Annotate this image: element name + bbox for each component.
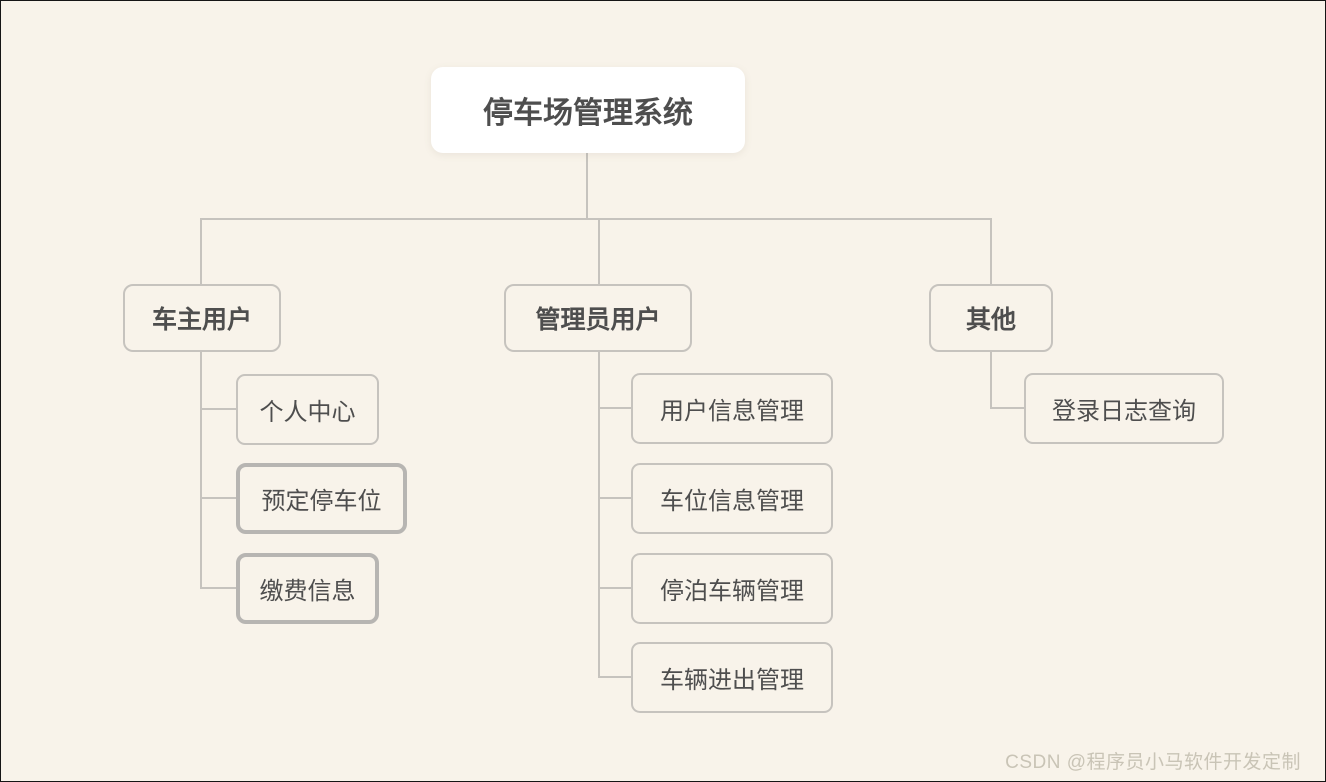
connector-other-trunk [990, 351, 992, 409]
node-vehicle-inout-management[interactable]: 车辆进出管理 [631, 642, 833, 713]
node-label: 停泊车辆管理 [660, 578, 804, 605]
node-label: 预定停车位 [261, 488, 382, 515]
node-label: 管理员用户 [535, 306, 661, 334]
node-label: 车主用户 [151, 306, 252, 334]
connector-top-bar [200, 218, 992, 220]
connector-drop-admin [598, 218, 600, 285]
connector-other-stub-1 [990, 407, 1026, 409]
node-label: 登录日志查询 [1052, 398, 1196, 425]
node-label: 车位信息管理 [660, 488, 804, 515]
node-spot-info-management[interactable]: 车位信息管理 [631, 463, 833, 534]
node-label: 车辆进出管理 [660, 667, 804, 694]
node-user-info-management[interactable]: 用户信息管理 [631, 373, 833, 444]
node-label: 其他 [965, 306, 1016, 334]
connector-admin-stub-2 [598, 497, 633, 499]
node-label: 用户信息管理 [660, 398, 804, 425]
node-label: 个人中心 [259, 399, 356, 426]
node-owner-user[interactable]: 车主用户 [123, 284, 281, 352]
connector-drop-other [990, 218, 992, 285]
node-other[interactable]: 其他 [929, 284, 1053, 352]
node-personal-center[interactable]: 个人中心 [236, 374, 379, 445]
connector-admin-trunk [598, 351, 600, 678]
node-payment-info[interactable]: 缴费信息 [236, 553, 379, 624]
node-admin-user[interactable]: 管理员用户 [504, 284, 692, 352]
connector-admin-stub-4 [598, 676, 633, 678]
connector-admin-stub-1 [598, 407, 633, 409]
connector-root-trunk [586, 152, 588, 219]
connector-admin-stub-3 [598, 587, 633, 589]
connector-owner-trunk [200, 351, 202, 589]
connector-owner-stub-3 [200, 587, 238, 589]
node-parking-system[interactable]: 停车场管理系统 [431, 67, 745, 153]
watermark-text: CSDN @程序员小马软件开发定制 [1005, 752, 1301, 773]
node-parked-vehicle-management[interactable]: 停泊车辆管理 [631, 553, 833, 624]
node-login-log-query[interactable]: 登录日志查询 [1024, 373, 1224, 444]
connector-owner-stub-2 [200, 497, 238, 499]
node-label: 停车场管理系统 [483, 97, 693, 130]
connector-drop-owner [200, 218, 202, 285]
node-reserve-parking-spot[interactable]: 预定停车位 [236, 463, 407, 534]
node-label: 缴费信息 [259, 578, 356, 605]
connector-owner-stub-1 [200, 408, 238, 410]
